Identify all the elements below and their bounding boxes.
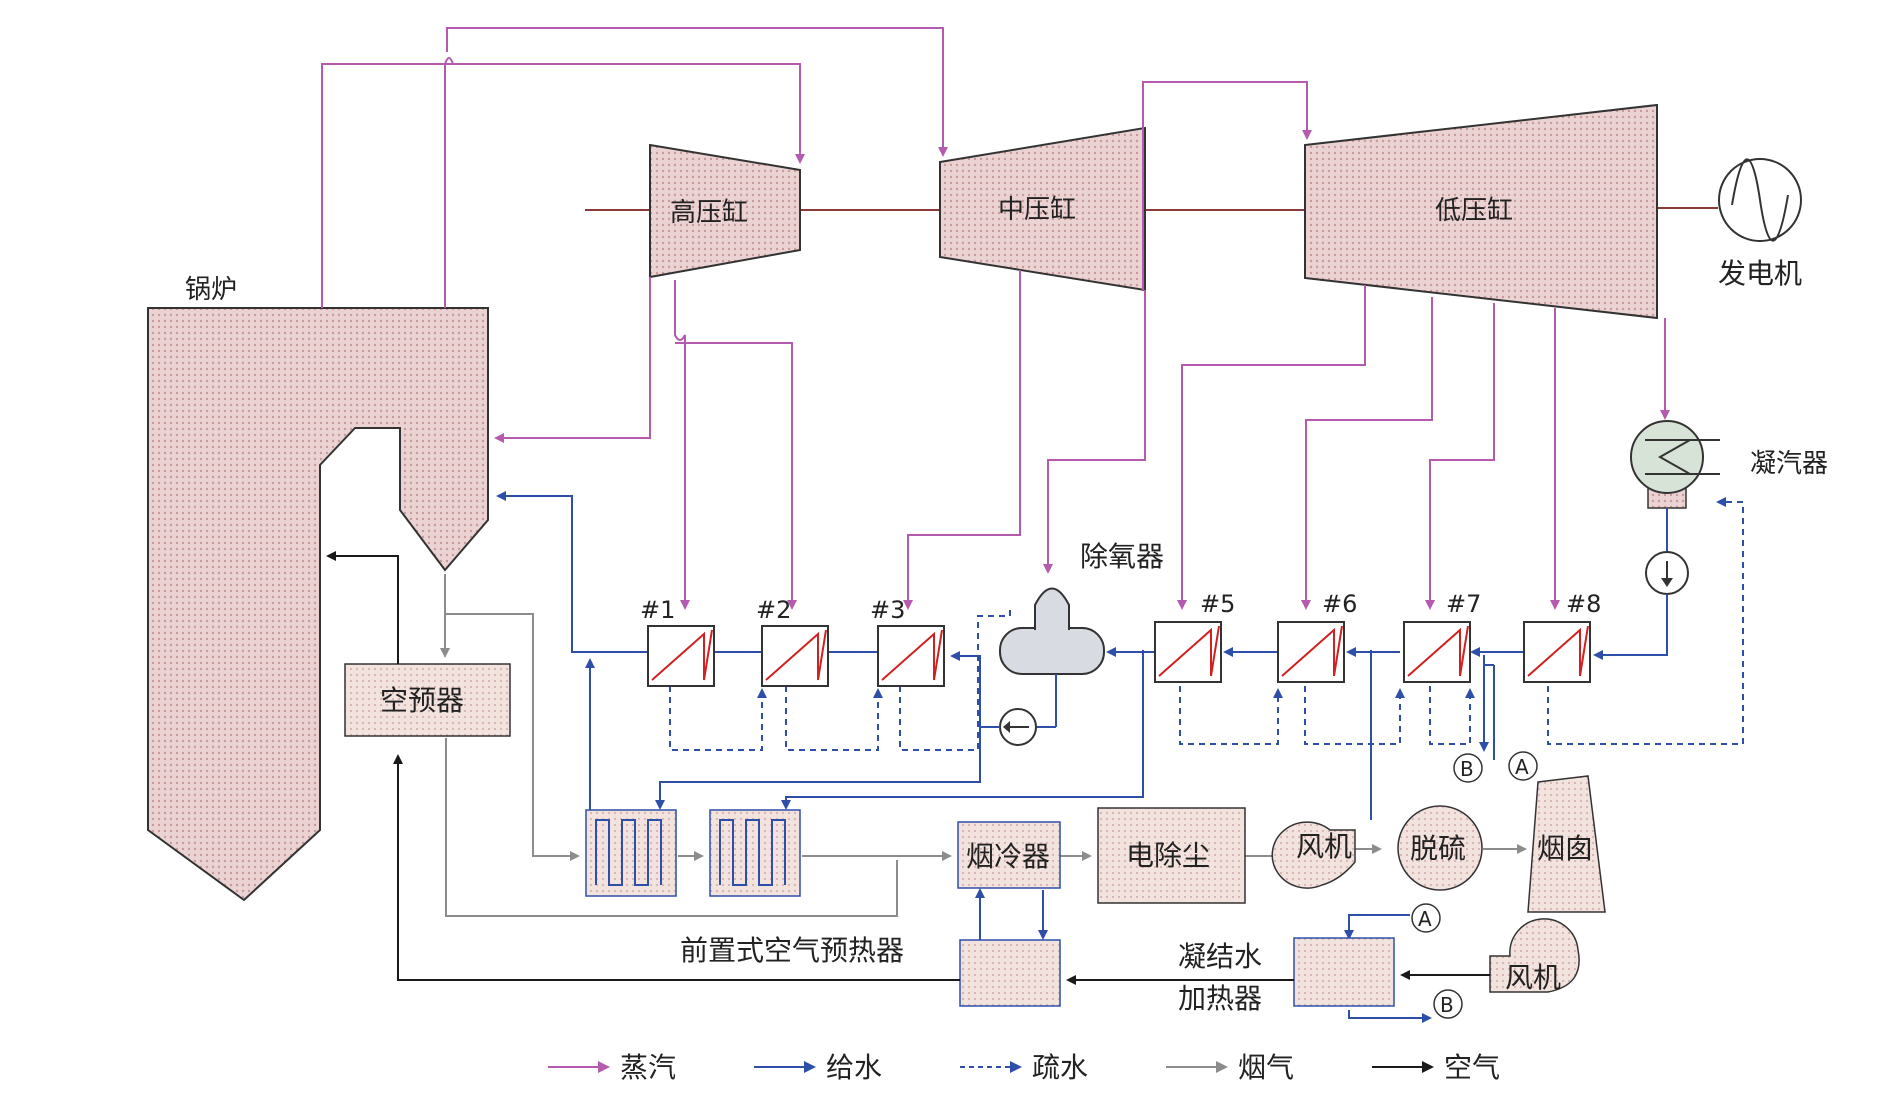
heater-8-label: #8 (1566, 590, 1601, 618)
flue-cooler-label: 烟冷器 (966, 840, 1050, 873)
heater-3 (877, 625, 945, 687)
air-preheater (344, 663, 511, 737)
chimney-label: 烟囱 (1537, 832, 1593, 865)
flue-gas-lines (440, 574, 1527, 917)
heater-1-label: #1 (640, 596, 675, 624)
legend-label-0: 蒸汽 (620, 1051, 676, 1084)
condensate-heater-label-2: 加热器 (1178, 982, 1262, 1015)
marker-b-upper (1453, 753, 1483, 783)
fgd-label: 脱硫 (1410, 832, 1466, 865)
legend-arrow-2 (1010, 1061, 1022, 1073)
heater-1 (647, 625, 715, 687)
heater-6-label: #6 (1322, 590, 1357, 618)
legend-arrow-0 (598, 1061, 610, 1073)
deaerator-icon (999, 587, 1105, 675)
legend-label-3: 烟气 (1238, 1051, 1294, 1084)
hp-turbine-label: 高压缸 (670, 198, 748, 228)
legend-arrow-3 (1216, 1061, 1228, 1073)
marker-a-lower-label: A (1418, 907, 1432, 931)
front-air-preheater (959, 939, 1061, 1007)
marker-b-lower (1433, 989, 1463, 1019)
drain-lines (669, 497, 1744, 751)
heater-7-label: #7 (1446, 590, 1481, 618)
generator-label: 发电机 (1718, 257, 1802, 290)
marker-a-upper (1508, 751, 1538, 781)
ip-turbine-label: 中压缸 (998, 195, 1076, 225)
generator-icon (1718, 158, 1802, 242)
electrostatic-precipitator (1097, 807, 1246, 904)
heater-7 (1403, 621, 1471, 683)
air-preheater-label: 空预器 (380, 684, 464, 717)
lp-turbine-label: 低压缸 (1435, 196, 1513, 226)
marker-a-upper-label: A (1515, 755, 1529, 779)
fan-2-label: 风机 (1505, 961, 1561, 994)
fan-1-label: 风机 (1296, 830, 1352, 863)
heater-8 (1523, 621, 1591, 683)
legend-arrow-4 (1422, 1061, 1434, 1073)
heater-3-label: #3 (870, 596, 905, 624)
economizer-1 (585, 809, 677, 897)
steam-lines (321, 27, 1670, 610)
lp-turbine (1304, 103, 1658, 320)
legend-arrow-1 (804, 1061, 816, 1073)
marker-b-upper-label: B (1460, 757, 1474, 781)
air-lines (326, 551, 1490, 985)
marker-b-lower-label: B (1440, 993, 1454, 1017)
desulfurization (1397, 805, 1483, 891)
heater-6 (1277, 621, 1345, 683)
esp-label: 电除尘 (1126, 839, 1210, 872)
marker-a-lower (1411, 903, 1441, 933)
legend: 蒸汽 给水 疏水 烟气 空气 (548, 1051, 1500, 1084)
turbine-shaft (585, 207, 1718, 211)
deaerator-label: 除氧器 (1080, 540, 1164, 573)
hp-turbine (649, 143, 801, 279)
economizer-2 (709, 809, 801, 897)
condenser-icon (1630, 420, 1720, 509)
chimney (1527, 775, 1606, 913)
legend-label-1: 给水 (826, 1051, 882, 1084)
heater-5 (1154, 621, 1222, 683)
condenser-label: 凝汽器 (1750, 449, 1828, 479)
heater-5-label: #5 (1200, 590, 1235, 618)
fan-icon-1 (1271, 821, 1356, 889)
heater-2 (761, 625, 829, 687)
condensate-heater (1293, 937, 1395, 1007)
fan-icon-2 (1489, 918, 1580, 993)
heater-2-label: #2 (756, 596, 791, 624)
feed-pump-icon (999, 674, 1057, 746)
flue-cooler (957, 821, 1061, 889)
front-air-preheater-label: 前置式空气预热器 (680, 934, 904, 967)
condensate-heater-label-1: 凝结水 (1178, 940, 1262, 973)
legend-label-2: 疏水 (1032, 1051, 1088, 1084)
condensate-pump-icon (1645, 508, 1689, 595)
boiler (147, 307, 489, 902)
boiler-label: 锅炉 (185, 275, 237, 305)
feedwater-lines (496, 491, 1668, 1023)
legend-label-4: 空气 (1444, 1051, 1500, 1084)
